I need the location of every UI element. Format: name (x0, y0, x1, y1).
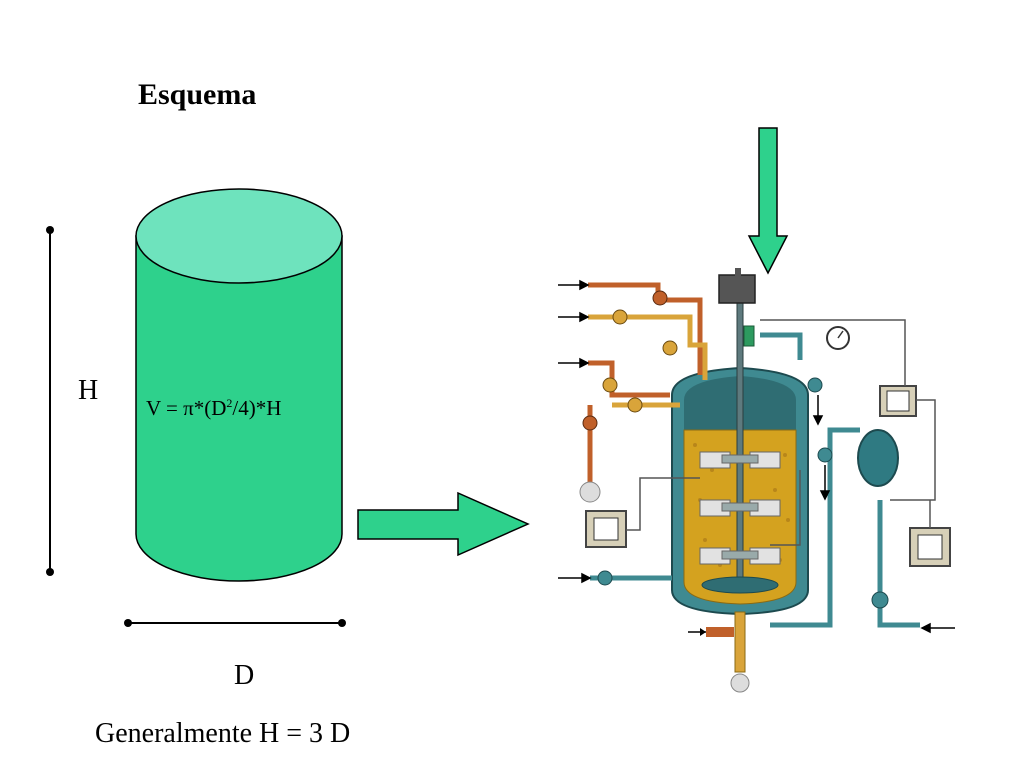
volume-formula: V = π*(D2/4)*H (146, 396, 281, 421)
height-dimension-line (46, 226, 54, 576)
cylinder (135, 188, 343, 582)
height-label: H (78, 375, 99, 406)
formula-prefix: V = π*(D (146, 396, 227, 420)
diameter-dimension-line (124, 619, 346, 627)
right-arrow (357, 491, 530, 557)
page-title: Esquema (138, 78, 257, 111)
down-arrow (747, 127, 789, 275)
ratio-note: Generalmente H = 3 D (95, 718, 351, 749)
formula-exponent: 2 (226, 396, 233, 410)
diameter-label: D (234, 660, 255, 691)
bioreactor-illustration (558, 268, 955, 693)
formula-suffix: /4)*H (232, 396, 282, 420)
